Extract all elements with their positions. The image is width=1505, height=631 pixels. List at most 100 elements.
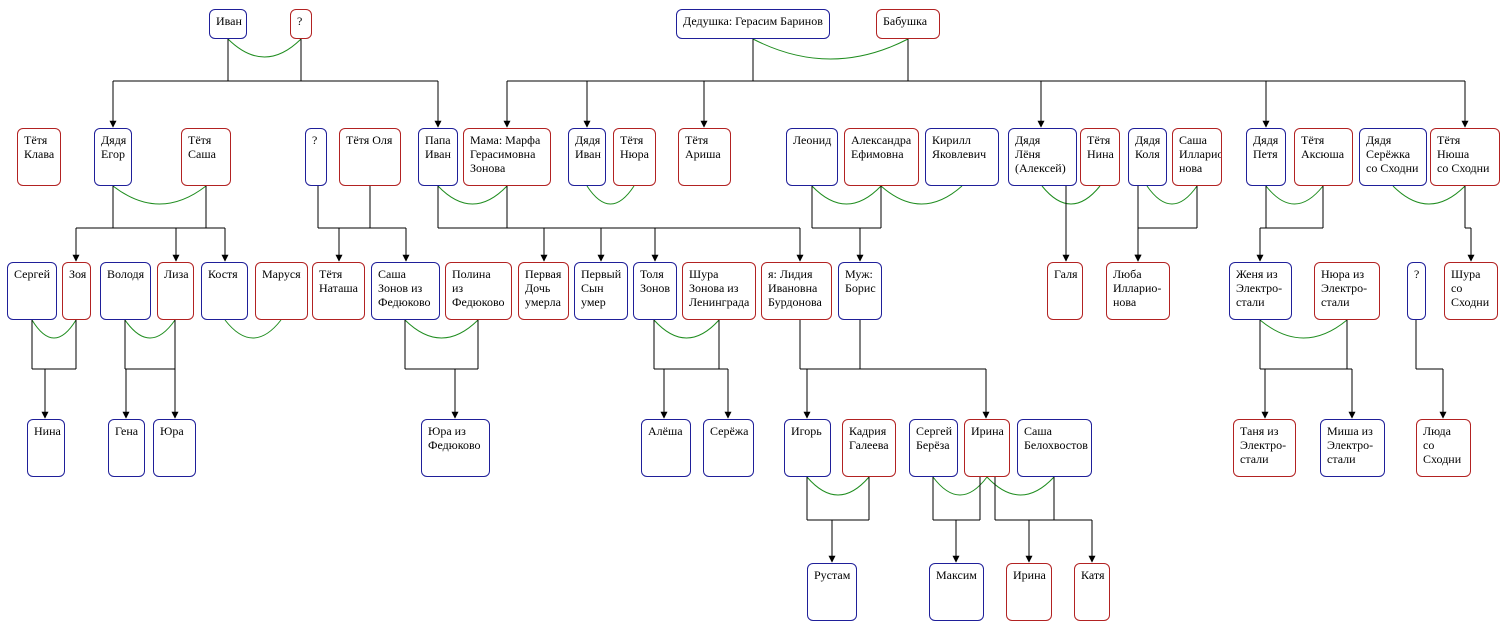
person-box-unknown-mid: ? [305, 128, 327, 186]
person-name: Тётя Наташа [319, 267, 358, 295]
person-box-sasha-aunt: Тётя Саша [181, 128, 231, 186]
family-bus-20 [994, 477, 1092, 521]
person-name: ? [1414, 267, 1420, 281]
person-name: Дядя Петя [1253, 133, 1279, 161]
person-name: Саша Зонов из Федюково [378, 267, 431, 309]
person-name: я: Лидия Ивановна Бурдонова [768, 267, 822, 309]
person-box-aleksandra: Александра Ефимовна [844, 128, 919, 186]
person-box-sasha-belokhvostov: Саша Белохвостов [1017, 419, 1092, 477]
family-bus-9 [1260, 186, 1324, 229]
family-bus-19 [932, 477, 981, 521]
person-box-marusya: Маруся [255, 262, 308, 320]
person-name: Нина [34, 424, 61, 438]
family-bus-10 [1464, 186, 1471, 229]
person-name: Дедушка: Герасим Баринов [683, 14, 823, 28]
person-name: Первая Дочь умерла [525, 267, 562, 309]
person-box-petya: Дядя Петя [1246, 128, 1286, 186]
person-box-sergey: Сергей [7, 262, 57, 320]
person-name: Шура Зонова из Ленинграда [689, 267, 750, 309]
person-box-unknown-shura: ? [1407, 262, 1426, 320]
person-name: Тётя Саша [188, 133, 216, 161]
person-name: Саша Илларио- нова [1179, 133, 1221, 175]
person-name: ? [312, 133, 318, 147]
person-name: Александра Ефимовна [851, 133, 912, 161]
person-box-unknown-grandmother: ? [290, 9, 312, 39]
person-name: Полина из Федюково [452, 267, 505, 309]
person-box-lenya: Дядя Лёня (Алексей) [1008, 128, 1077, 186]
person-box-kadriya: Кадрия Галеева [842, 419, 896, 477]
person-box-nina: Нина [27, 419, 65, 477]
person-name: Юра [160, 424, 184, 438]
person-box-natasha: Тётя Наташа [312, 262, 365, 320]
union-arc-9 [1265, 185, 1324, 205]
person-box-misha: Миша из Электро- стали [1320, 419, 1385, 477]
person-name: Рустам [814, 568, 851, 582]
person-name: Шура со Сходни [1451, 267, 1490, 309]
union-arc-0 [227, 38, 302, 58]
person-box-polina: Полина из Федюково [445, 262, 512, 320]
union-arc-6 [880, 185, 963, 205]
person-box-galya: Галя [1047, 262, 1083, 320]
person-name: ? [297, 14, 303, 28]
person-box-yura-fedyukovo: Юра из Федюково [421, 419, 490, 477]
person-box-sasha-zonov: Саша Зонов из Федюково [371, 262, 440, 320]
union-arc-3 [437, 185, 508, 205]
person-box-tanya: Таня из Электро- стали [1233, 419, 1296, 477]
family-bus-17 [1415, 320, 1443, 370]
person-name: Нюра из Электро- стали [1321, 267, 1368, 309]
person-name: Таня из Электро- стали [1240, 424, 1287, 466]
person-box-boris: Муж: Борис [838, 262, 882, 320]
union-arc-12 [124, 319, 176, 339]
person-box-olya: Тётя Оля [339, 128, 401, 186]
union-arc-16 [1259, 319, 1348, 339]
person-box-mama-marfa: Мама: Марфа Герасимовна Зонова [463, 128, 551, 186]
person-box-nyusha: Тётя Нюша со Сходни [1430, 128, 1500, 186]
person-box-igor: Игорь [784, 419, 831, 477]
person-box-leonid: Леонид [786, 128, 838, 186]
person-box-uncle-ivan: Дядя Иван [568, 128, 606, 186]
person-name: Юра из Федюково [428, 424, 481, 452]
person-name: Маруся [262, 267, 301, 281]
person-box-nyura: Тётя Нюра [613, 128, 656, 186]
person-name: Дядя Егор [101, 133, 127, 161]
family-bus-4 [437, 186, 800, 229]
person-name: Тётя Нюра [620, 133, 649, 161]
union-arc-19 [986, 476, 1055, 496]
person-box-aksyusha: Тётя Аксюша [1294, 128, 1353, 186]
person-box-klava: Тётя Клава [17, 128, 61, 186]
person-box-sergey-beryoza: Сергей Берёза [909, 419, 958, 477]
person-name: Игорь [791, 424, 822, 438]
person-name: Катя [1081, 568, 1105, 582]
union-arc-7 [1041, 185, 1101, 205]
union-arc-13 [224, 319, 282, 339]
family-bus-11 [31, 320, 77, 370]
family-bus-12 [124, 320, 176, 370]
family-bus-3 [317, 186, 406, 229]
union-arcs [31, 38, 1466, 496]
person-name: Миша из Электро- стали [1327, 424, 1374, 466]
person-name: Леонид [793, 133, 832, 147]
person-name: Люба Илларио- нова [1113, 267, 1162, 309]
family-bus-5 [811, 186, 882, 229]
union-arc-17 [806, 476, 870, 496]
person-name: Костя [208, 267, 238, 281]
person-name: Сергей Берёза [916, 424, 952, 452]
person-box-gena: Гена [108, 419, 145, 477]
person-box-nina-aunt: Тётя Нина [1080, 128, 1120, 186]
family-bus-14 [653, 320, 728, 370]
person-name: Тётя Нюша со Сходни [1437, 133, 1490, 175]
family-bus-16 [1259, 320, 1352, 370]
person-name: Мама: Марфа Герасимовна Зонова [470, 133, 541, 175]
person-name: Галя [1054, 267, 1078, 281]
person-box-papa-ivan: Папа Иван [418, 128, 458, 186]
person-box-liza: Лиза [157, 262, 194, 320]
person-box-yura: Юра [153, 419, 196, 477]
person-name: Зоя [69, 267, 87, 281]
person-name: Тётя Нина [1087, 133, 1114, 161]
person-name: Кадрия Галеева [849, 424, 889, 452]
person-name: Серёжа [710, 424, 749, 438]
person-name: Дядя Лёня (Алексей) [1015, 133, 1066, 175]
person-name: Бабушка [883, 14, 928, 28]
person-name: Максим [936, 568, 977, 582]
